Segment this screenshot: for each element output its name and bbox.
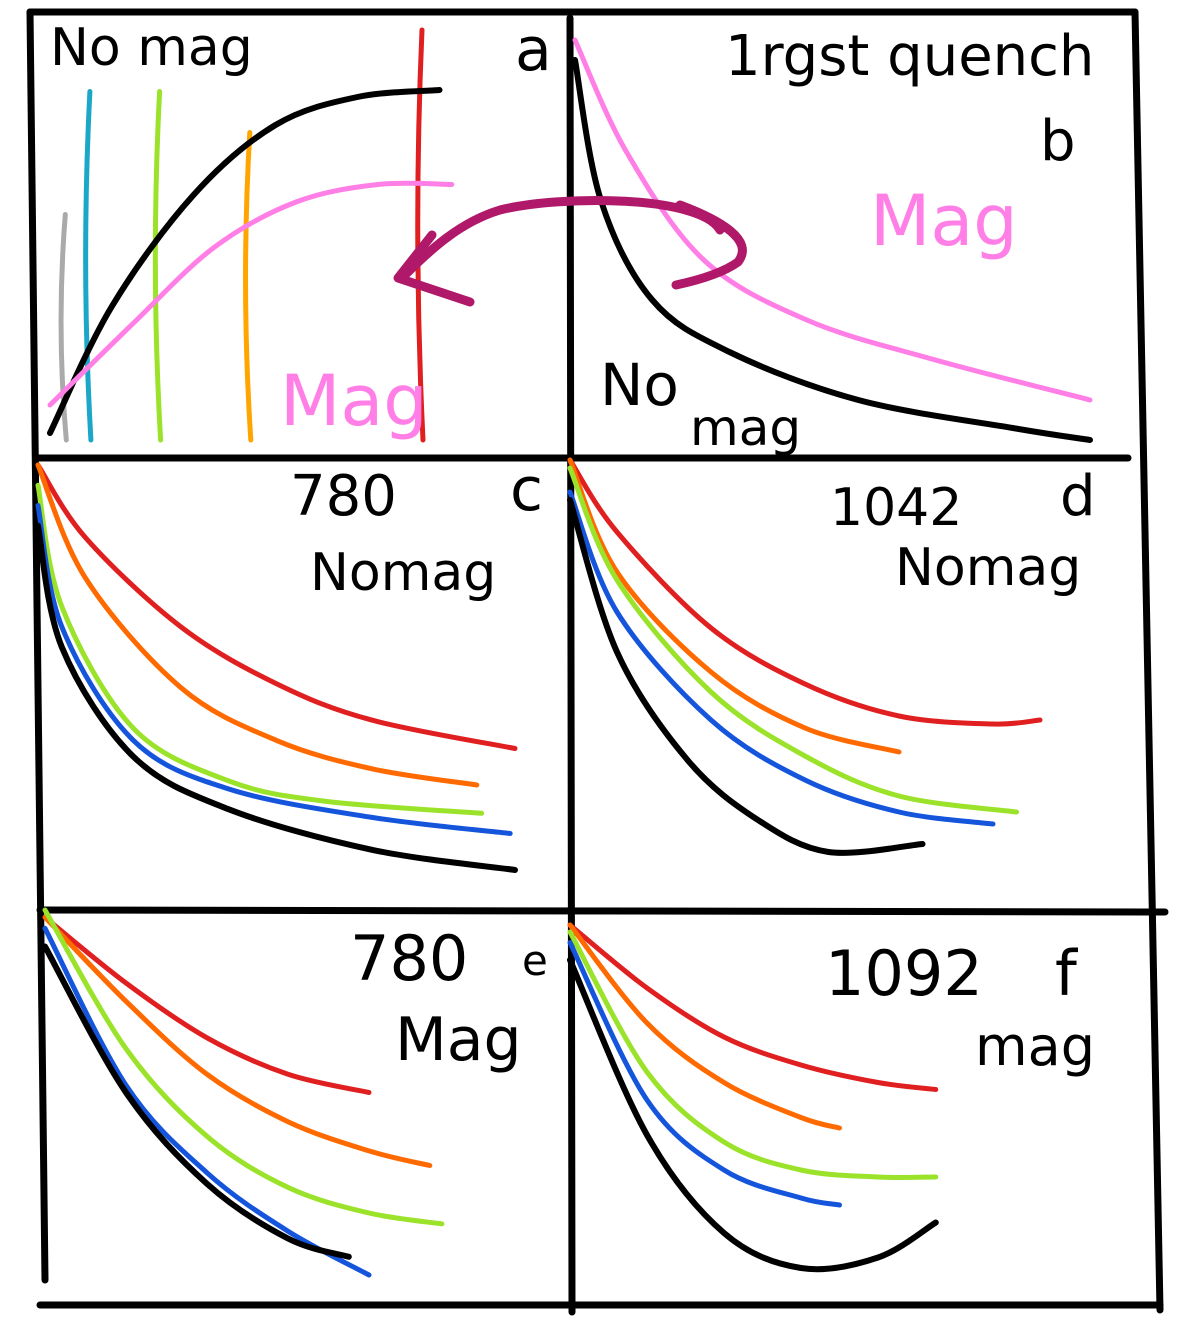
panel-a-vertical-line-0: [58, 212, 69, 443]
panel-a-series-0: [47, 87, 443, 436]
panel-a-letter: a: [515, 15, 552, 85]
panel-c: [35, 462, 518, 873]
swap-arrow: [400, 196, 725, 280]
panel-a-vertical-line-4: [415, 27, 426, 443]
grid-line: [26, 8, 49, 1284]
panel-c-series-1: [35, 462, 480, 788]
panel-f-condition: mag: [975, 1015, 1095, 1078]
panel-a-series-1: [47, 180, 455, 408]
panel-c-condition: Nomag: [310, 543, 496, 603]
panel-d-series-3: [567, 489, 996, 827]
panel-e-series-4: [42, 943, 352, 1260]
panel-e-number: 780: [350, 922, 468, 995]
panel-f-letter: f: [1055, 937, 1079, 1010]
labels: No mag a Mag 1rgst quench b Mag No mag 7…: [50, 15, 1096, 1078]
panel-e-letter: e: [522, 936, 548, 985]
grid-line: [1131, 8, 1164, 1314]
panel-b-series-0: [572, 37, 1093, 403]
panel-f-series-0: [567, 922, 939, 1092]
panel-e: [42, 907, 445, 1278]
panel-d-condition: Nomag: [895, 538, 1081, 598]
panel-d-letter: d: [1060, 464, 1096, 529]
panel-b-letter: b: [1040, 109, 1076, 174]
panel-a-vertical-line-1: [83, 89, 94, 443]
panel-e-series-1: [42, 914, 433, 1168]
panel-a-title: No mag: [50, 18, 253, 78]
panel-a-vertical-line-2: [152, 89, 164, 443]
panel-e-series-3: [42, 925, 372, 1278]
panel-grid: [26, 8, 1169, 1316]
grid-line: [36, 906, 1169, 916]
grid-line: [566, 14, 576, 1316]
panel-c-letter: c: [510, 455, 543, 525]
panel-d-series-4: [567, 497, 926, 856]
panel-c-series-0: [35, 462, 518, 751]
panel-f-series-4: [567, 957, 939, 1273]
panel-e-condition: Mag: [395, 1005, 522, 1075]
panel-e-series-0: [42, 914, 372, 1095]
panel-c-series-3: [35, 503, 513, 836]
panel-b: [393, 37, 1093, 443]
panel-b-title: 1rgst quench: [725, 24, 1094, 89]
panel-f-number: 1092: [825, 937, 983, 1010]
panel-c-series-4: [35, 522, 518, 873]
panel-c-number: 780: [290, 464, 397, 529]
plots: [35, 27, 1093, 1278]
panel-a: [47, 27, 455, 443]
panel-f: [567, 922, 939, 1273]
panel-e-series-2: [42, 907, 445, 1227]
panel-d-number: 1042: [830, 478, 962, 538]
swap-arrow-heads: [393, 200, 747, 307]
panel-f-series-3: [567, 940, 842, 1208]
panel-d-series-1: [567, 457, 902, 755]
panel-b-mag-label: Mag: [870, 180, 1018, 262]
panel-b-nomag-label-1: No: [600, 351, 679, 419]
panel-a-mag-label: Mag: [280, 360, 428, 442]
panel-c-series-2: [35, 482, 485, 816]
panel-a-vertical-line-3: [243, 130, 254, 443]
panel-d-series-0: [567, 457, 1043, 727]
panel-f-series-1: [567, 922, 842, 1131]
panel-d: [567, 457, 1043, 856]
panel-d-series-2: [567, 465, 1019, 815]
panel-f-series-2: [567, 929, 939, 1181]
panel-b-nomag-label-2: mag: [690, 399, 801, 457]
